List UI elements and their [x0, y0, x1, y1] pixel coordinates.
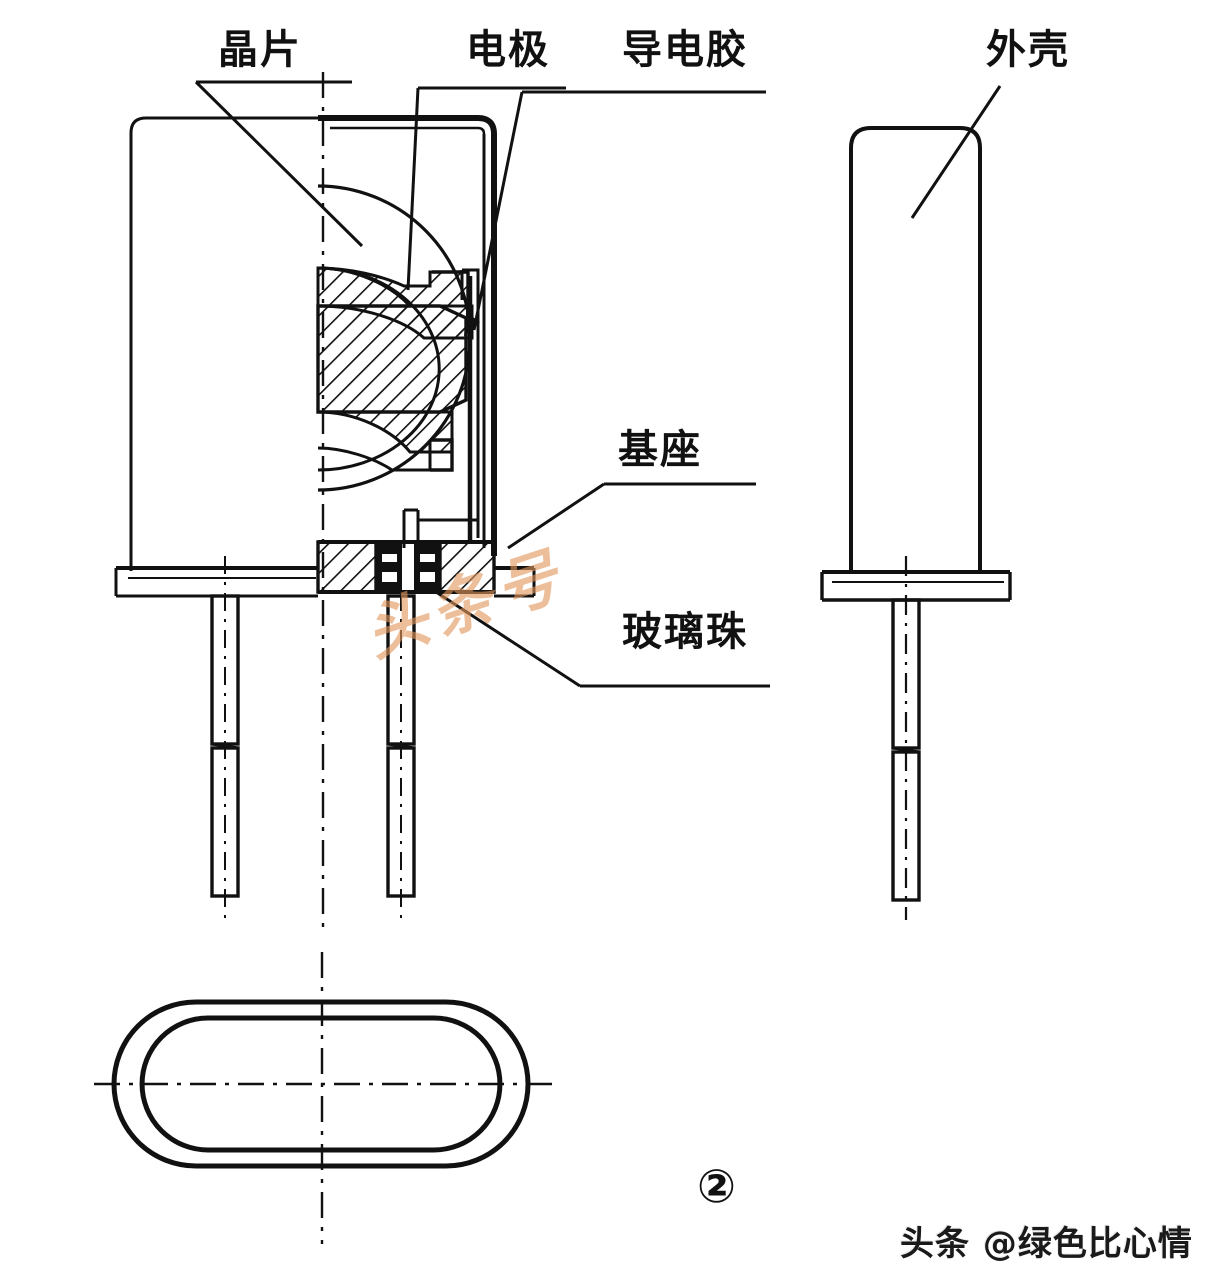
label-crystal-chip: 晶片: [218, 27, 302, 73]
glass-bead-seals: [376, 544, 440, 590]
base-pedestal: [316, 540, 496, 594]
figure-number: ②: [697, 1159, 736, 1213]
leader-lines: [194, 80, 1002, 688]
label-base: 基座: [618, 427, 702, 473]
shell-outline-view: [820, 126, 1012, 602]
plan-view-centerlines: [94, 952, 552, 1244]
pin-centerlines-left: [224, 556, 402, 918]
conductive-adhesive-blobs: [464, 312, 480, 336]
label-electrode: 电极: [466, 27, 550, 73]
label-conductive-adhesive: 导电胶: [622, 27, 748, 73]
label-glass-bead: 玻璃珠: [622, 609, 748, 655]
plan-view-stadium: [111, 999, 531, 1169]
crystal-blank-hatched: [316, 266, 474, 472]
label-outer-shell: 外壳: [986, 27, 1070, 73]
can-body-outline: [129, 115, 497, 571]
source-watermark: 头条 @绿色比心情: [900, 1224, 1193, 1264]
